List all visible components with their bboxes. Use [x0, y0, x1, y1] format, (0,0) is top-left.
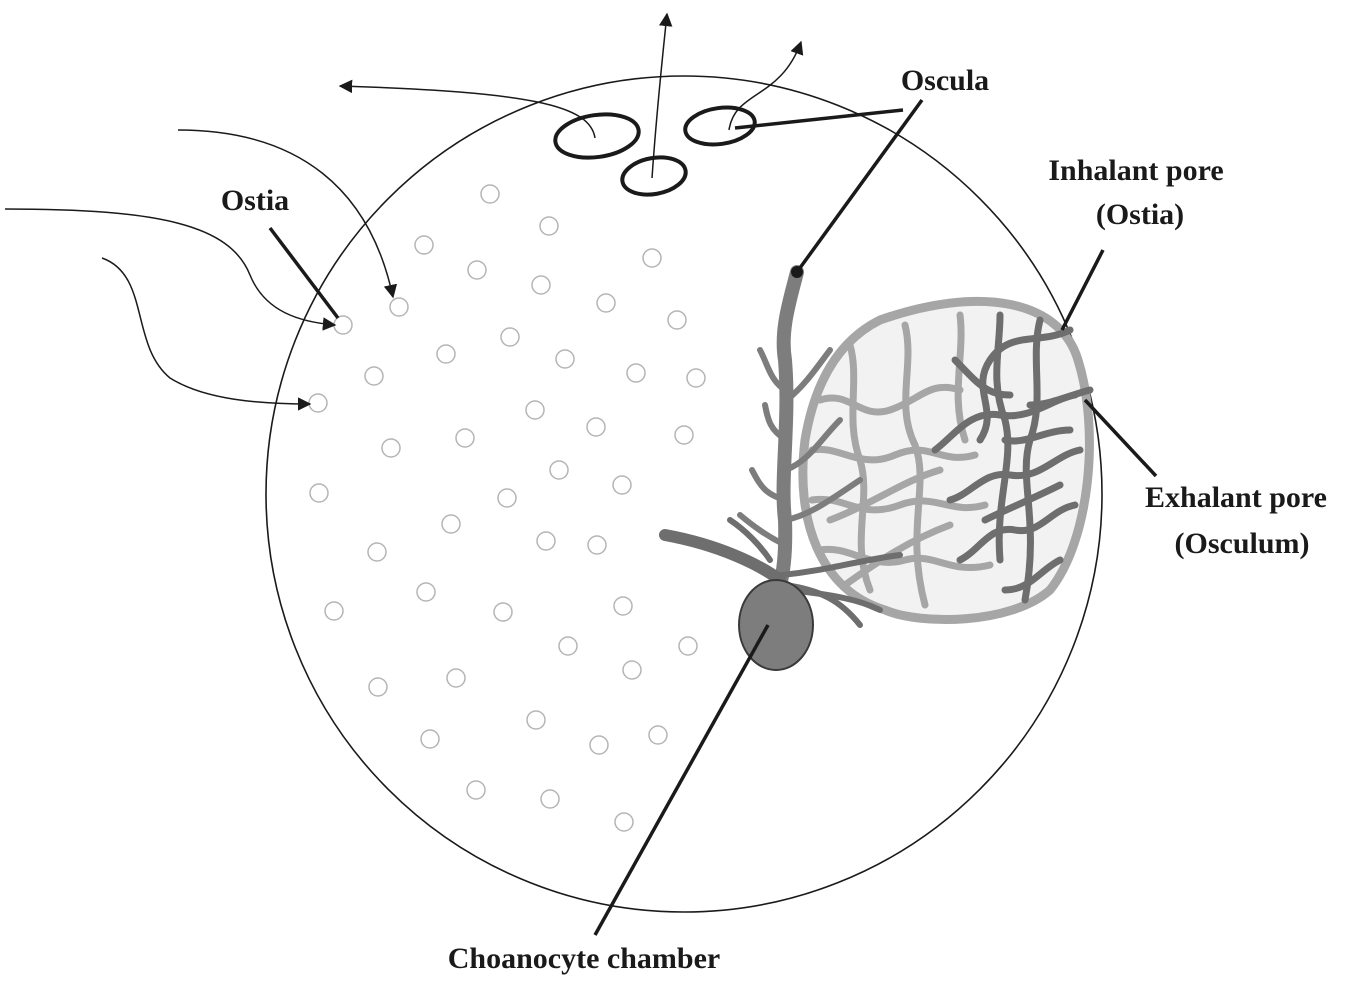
leader-ostia: [268, 226, 340, 320]
ostium-pore: [536, 531, 556, 551]
label-exhalant-osculum: (Osculum): [1175, 527, 1310, 560]
outflow-arrow-middle: [651, 12, 673, 179]
ostium-pore: [416, 582, 436, 602]
ostium-pore: [596, 293, 616, 313]
inflow-arrow-1: [177, 129, 398, 299]
canal-mesh-light: [808, 311, 994, 609]
ostium-pore: [364, 366, 384, 386]
ostium-pore: [381, 438, 401, 458]
label-choanocyte-chamber: Choanocyte chamber: [448, 942, 720, 975]
oscula-openings: [553, 105, 757, 197]
canal-network: [659, 265, 1094, 671]
ostium-pore: [614, 812, 634, 832]
ostium-pore: [612, 475, 632, 495]
canal-mesh-dark: [931, 311, 1094, 604]
ostium-pore: [367, 542, 387, 562]
ostium-pore: [555, 349, 575, 369]
ostium-pore: [441, 514, 461, 534]
ostium-pore: [648, 725, 668, 745]
sponge-body: [265, 75, 1103, 913]
outflow-arrow-left: [338, 79, 596, 139]
ostium-pore: [686, 368, 706, 388]
label-ostia: Ostia: [221, 184, 289, 217]
ostium-pore: [368, 677, 388, 697]
ostium-pore: [586, 417, 606, 437]
ostium-pore: [414, 235, 434, 255]
ostium-pore: [589, 735, 609, 755]
ostium-pore: [558, 636, 578, 656]
ostium-pore: [497, 488, 517, 508]
canal-branches: [737, 347, 863, 548]
label-inhalant-ostia: (Ostia): [1096, 198, 1184, 231]
ostium-pore: [493, 602, 513, 622]
ostium-pore: [678, 636, 698, 656]
osculum-left: [553, 112, 641, 160]
label-inhalant-pore: Inhalant pore: [1048, 154, 1223, 187]
leader-exhalant: [1083, 398, 1158, 478]
osculum-right: [683, 105, 757, 147]
ostium-pore: [466, 780, 486, 800]
ostium-pore: [436, 344, 456, 364]
outflow-arrow-right: [728, 40, 804, 131]
ostium-pore: [540, 789, 560, 809]
main-canal: [773, 265, 804, 592]
ostium-pore: [446, 668, 466, 688]
leader-choanocyte: [593, 624, 770, 936]
ostium-pore: [674, 425, 694, 445]
ostium-pore: [389, 297, 409, 317]
ostium-pore: [613, 596, 633, 616]
ostium-pore: [455, 428, 475, 448]
leader-lines: [268, 98, 1158, 936]
ostium-pore: [539, 216, 559, 236]
ostium-pore: [525, 400, 545, 420]
ostium-pore: [626, 363, 646, 383]
water-flow-arrows: [4, 12, 804, 411]
label-exhalant-pore: Exhalant pore: [1145, 481, 1327, 514]
label-oscula: Oscula: [901, 64, 989, 97]
ostium-pore: [500, 327, 520, 347]
choanocyte-chamber-shape: [738, 579, 814, 671]
leader-oscula-to-canal: [795, 98, 924, 274]
lower-canal-branches: [659, 517, 903, 628]
ostium-pore: [309, 483, 329, 503]
leader-inhalant: [1060, 249, 1105, 331]
inflow-arrow-3: [101, 257, 312, 411]
ostia-pores: [308, 184, 706, 832]
ostium-pore: [642, 248, 662, 268]
ostium-pore: [308, 393, 328, 413]
leader-oscula-to-osculum: [734, 108, 904, 130]
ostium-pore: [480, 184, 500, 204]
ostium-pore: [622, 660, 642, 680]
ostium-pore: [324, 601, 344, 621]
ostium-pore: [667, 310, 687, 330]
ostium-pore: [467, 260, 487, 280]
ostium-pore: [420, 729, 440, 749]
osculum-middle: [620, 155, 688, 197]
ostium-pore: [526, 710, 546, 730]
ostium-pore: [549, 460, 569, 480]
ostium-pore: [531, 275, 551, 295]
inflow-arrow-2: [4, 208, 337, 331]
ostium-pore: [587, 535, 607, 555]
